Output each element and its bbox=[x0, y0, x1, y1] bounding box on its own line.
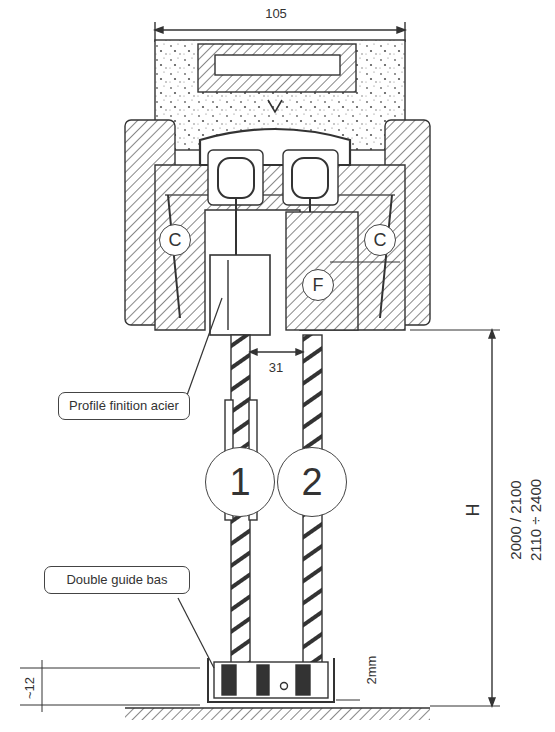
callout-circle: 1 bbox=[205, 447, 275, 517]
callout-circle: 2 bbox=[277, 447, 347, 517]
dimension-label: 105 bbox=[263, 7, 289, 21]
callout-circle: C bbox=[364, 224, 396, 256]
dimension-label-vertical: 2mm bbox=[365, 654, 379, 687]
callout-text: F bbox=[313, 276, 324, 294]
dimension-label-vertical: 2000 / 2100 bbox=[508, 478, 525, 561]
callout-text: C bbox=[169, 231, 182, 249]
dimension-label-vertical: 2110 ÷ 2400 bbox=[528, 477, 545, 563]
callout-text: C bbox=[374, 231, 387, 249]
callout-circle: C bbox=[159, 224, 191, 256]
callout-text: Double guide bas bbox=[66, 572, 167, 588]
callout-text: 2 bbox=[301, 463, 322, 501]
callout-text: 1 bbox=[229, 463, 250, 501]
dimension-label: 31 bbox=[267, 361, 285, 375]
dimension-label-vertical: ~12 bbox=[23, 675, 37, 701]
callout-box: Profilé finition acier bbox=[58, 392, 190, 420]
callout-circle: F bbox=[302, 269, 334, 301]
callout-box: Double guide bas bbox=[44, 566, 190, 594]
dimension-label-vertical: H bbox=[464, 502, 484, 519]
callout-text: Profilé finition acier bbox=[69, 398, 179, 414]
